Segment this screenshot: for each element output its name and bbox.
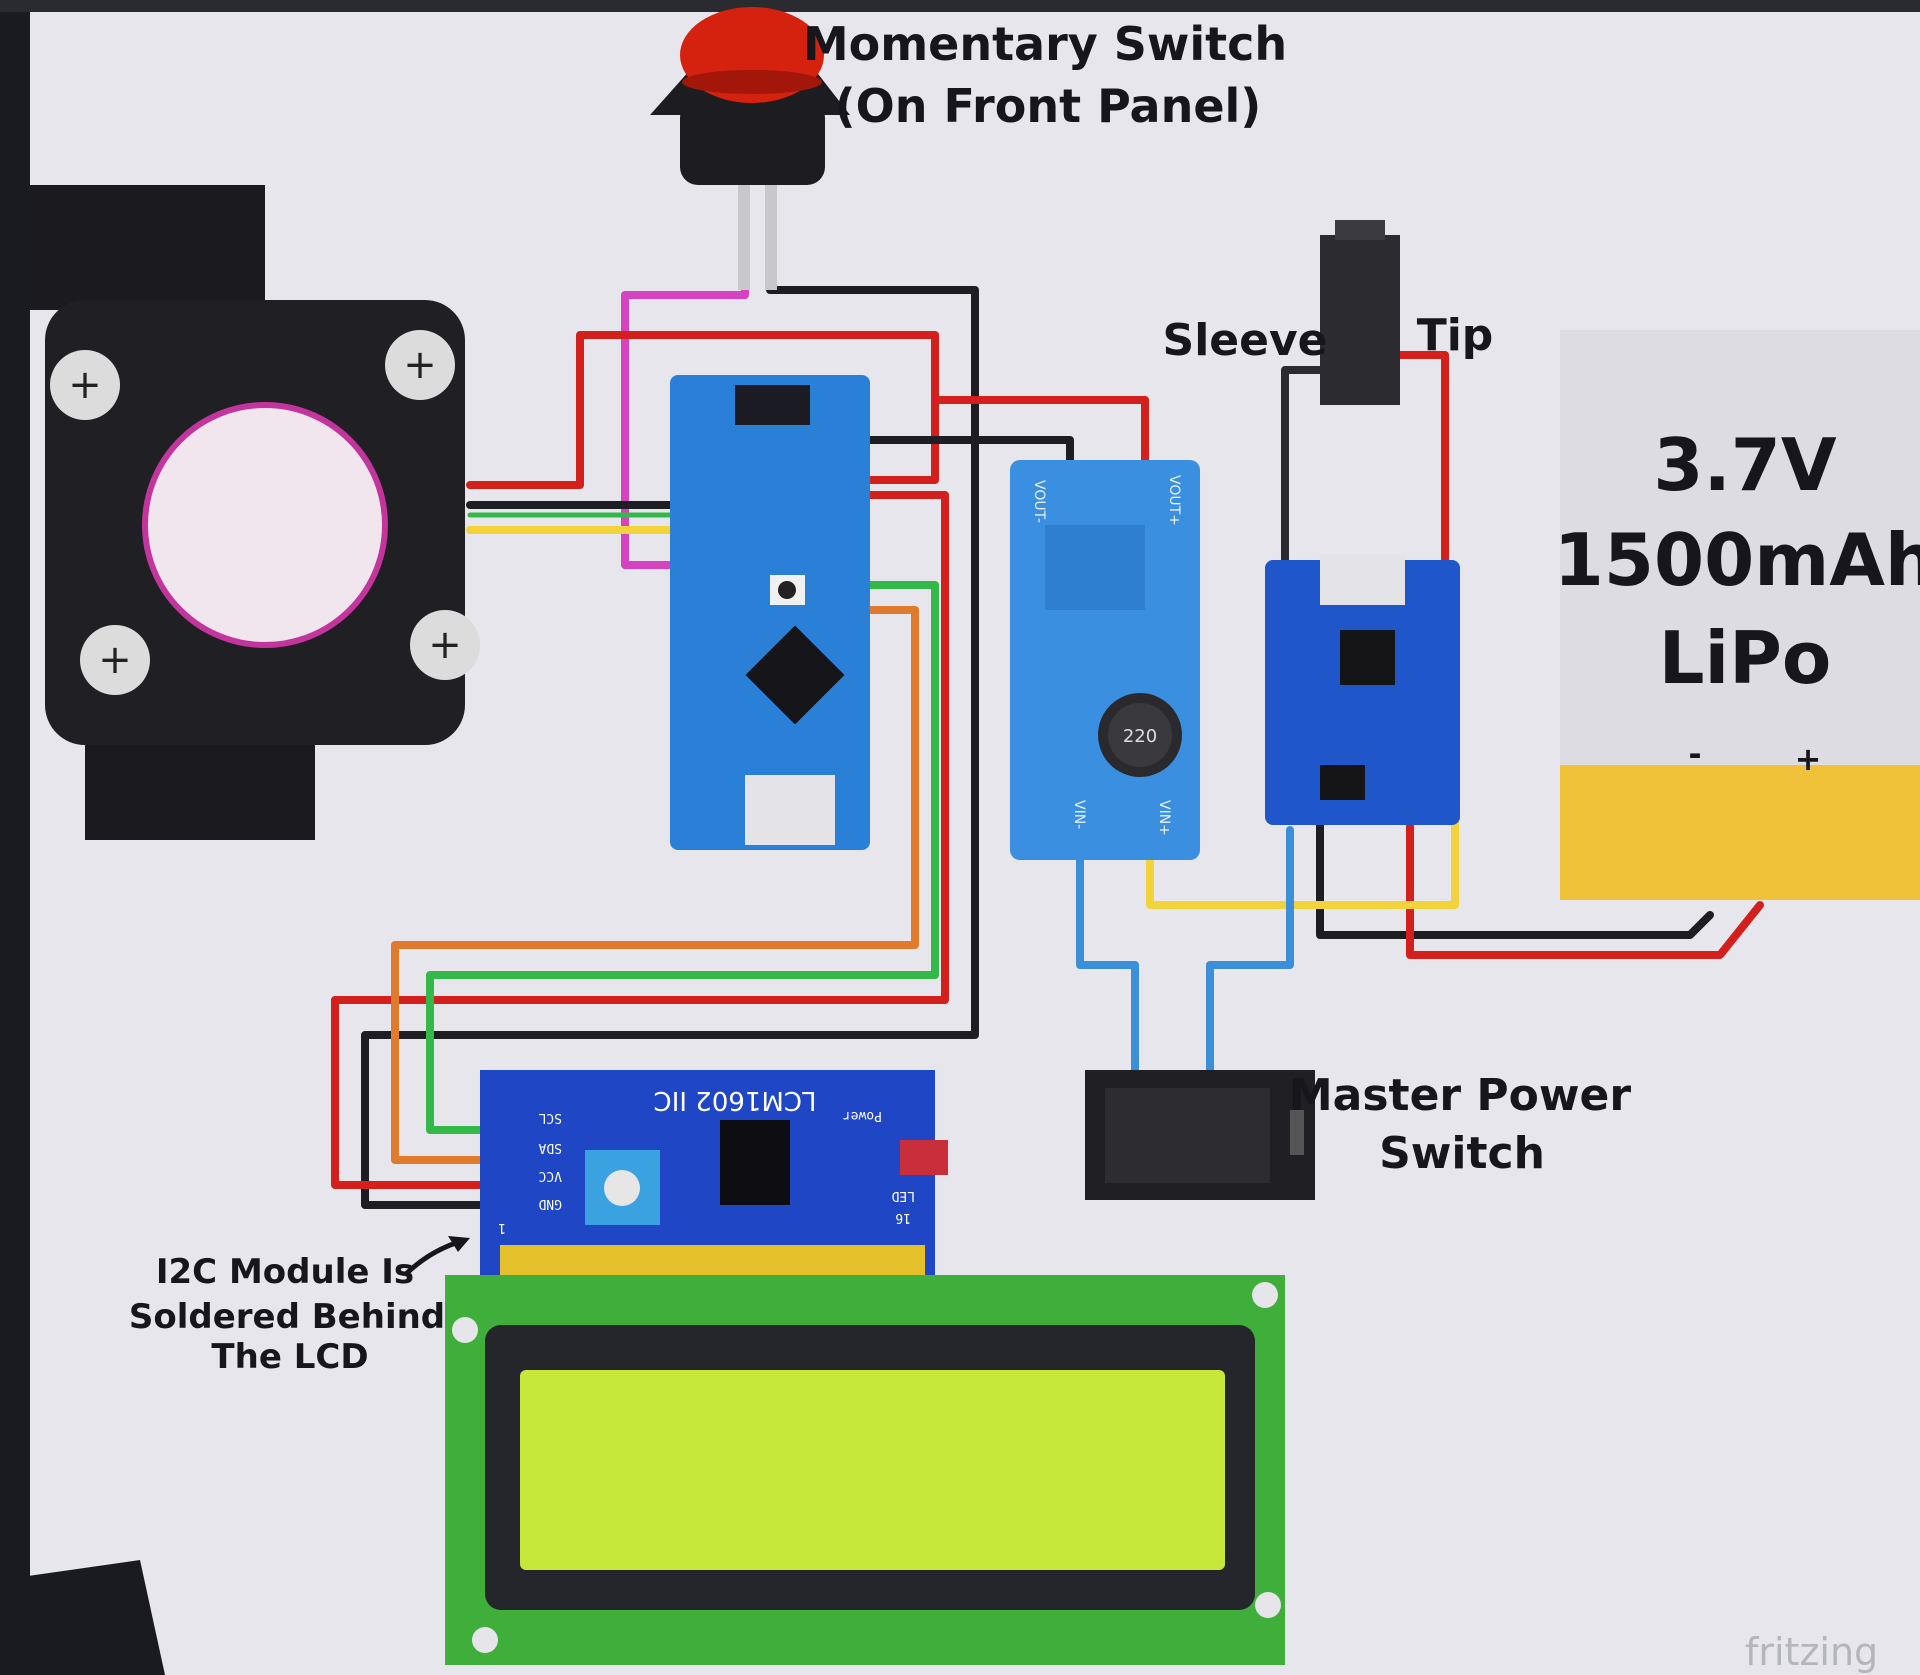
- lcd-1-label: 1: [498, 1220, 506, 1235]
- wire-i2c-green: [426, 581, 939, 1134]
- arduino-board: [670, 375, 870, 850]
- lcd-screen: [520, 1370, 1225, 1570]
- charger-chip-1: [1340, 630, 1395, 685]
- i2c-note-line3: The LCD: [211, 1337, 368, 1377]
- arduino-usb-port: [745, 775, 835, 845]
- wire-charger-black: [1316, 816, 1714, 939]
- switch-lead-left: [738, 170, 750, 290]
- wire-i2c-orange: [391, 606, 919, 1164]
- i2c-note-line1: I2C Module Is: [156, 1252, 414, 1292]
- wire-tip-red: [1386, 351, 1449, 574]
- battery-minus: -: [1688, 735, 1701, 773]
- wire-charger-red: [1406, 816, 1764, 959]
- momentary-switch-label-1: Momentary Switch: [803, 17, 1287, 71]
- plus-icon: +: [428, 622, 462, 668]
- momentary-switch-label-2: (On Front Panel): [835, 79, 1262, 133]
- wire-sensor-red: [466, 331, 939, 489]
- monitor-bezel-bottom-left: [0, 1560, 165, 1675]
- plus-icon: +: [68, 362, 102, 408]
- arrow-head-icon: [448, 1236, 470, 1252]
- fritzing-watermark: fritzing: [1745, 1630, 1878, 1674]
- arduino-chip: [745, 625, 845, 725]
- lcd-pin-vcc: VCC: [539, 1168, 562, 1183]
- i2c-note-line2: Soldered Behind: [129, 1297, 445, 1337]
- i2c-pot-knob: [604, 1170, 640, 1206]
- boost-vout-minus: VOUT-: [1031, 480, 1047, 523]
- boost-vin-minus: VIN-: [1071, 800, 1087, 829]
- lcd-power-label: Power: [843, 1108, 882, 1123]
- master-switch-label-2: Switch: [1379, 1128, 1545, 1179]
- battery-type: LiPo: [1659, 616, 1832, 700]
- lcd-module-title: LCM1602 IIC: [654, 1085, 817, 1115]
- jack-body: [1320, 235, 1400, 405]
- lipo-battery[interactable]: [1560, 330, 1920, 900]
- boost-inductor-value: 220: [1123, 726, 1157, 747]
- sensor-screw-tl: [50, 350, 120, 420]
- wire-charger-yellow: [1146, 816, 1459, 909]
- i2c-chip: [720, 1120, 790, 1205]
- lcd-mount-hole: [1255, 1592, 1281, 1618]
- charger-module[interactable]: [1265, 555, 1460, 825]
- arduino-nano[interactable]: [670, 375, 870, 850]
- lcd-mount-hole: [1252, 1282, 1278, 1308]
- battery-capacity: 1500mAh: [1554, 518, 1920, 602]
- lcd-pin-sda: SDA: [538, 1140, 562, 1155]
- battery-tab: [1560, 765, 1920, 900]
- charger-usb-port: [1320, 555, 1405, 605]
- charger-chip-2: [1320, 765, 1365, 800]
- switch-lead-right: [765, 170, 777, 290]
- switch-button-highlight: [682, 70, 822, 94]
- water-flow-sensor[interactable]: + + + +: [25, 185, 480, 840]
- sensor-thread-top: [25, 185, 265, 310]
- i2c-board: [480, 1070, 935, 1275]
- lcd-16-label: 16: [895, 1210, 911, 1225]
- arduino-icsp-header: [735, 385, 810, 425]
- lcd-led-label: LED: [891, 1188, 915, 1203]
- switch-housing: [680, 100, 825, 185]
- boost-converter[interactable]: 220 VOUT- VOUT+ VIN- VIN+: [1010, 460, 1200, 860]
- lcd-mount-hole: [472, 1627, 498, 1653]
- sensor-screw-tr: [385, 330, 455, 400]
- sensor-screw-br: [410, 610, 480, 680]
- sensor-window: [142, 402, 388, 648]
- boost-vout-plus: VOUT+: [1166, 475, 1182, 526]
- battery-plus: +: [1795, 740, 1822, 778]
- tip-label: Tip: [1417, 310, 1494, 361]
- lcd-pin-gnd: GND: [538, 1196, 562, 1211]
- wire-arduino-5v-red: [331, 491, 949, 1189]
- master-power-switch[interactable]: [1085, 1070, 1315, 1200]
- monitor-bezel-top: [0, 0, 1920, 12]
- lcd-mount-hole: [452, 1317, 478, 1343]
- plus-icon: +: [98, 637, 132, 683]
- sensor-screw-bl: [80, 625, 150, 695]
- lcd-i2c-module[interactable]: LCM1602 IIC SCL SDA VCC GND Power LED 16…: [480, 1070, 948, 1310]
- wire-switch-black: [361, 176, 979, 1209]
- audio-jack[interactable]: [1320, 220, 1400, 405]
- boost-ic: [1045, 525, 1145, 610]
- jack-top: [1335, 220, 1385, 240]
- boost-inductor-core: [1108, 703, 1172, 767]
- master-switch-tab: [1290, 1110, 1304, 1155]
- wire-sleeve-black: [1281, 366, 1334, 574]
- momentary-switch[interactable]: [650, 7, 850, 290]
- wire-master-blue-right: [1206, 826, 1294, 1134]
- lcd-16x2[interactable]: [445, 1275, 1285, 1665]
- sleeve-label: Sleeve: [1163, 315, 1328, 366]
- master-switch-label-1: Master Power: [1289, 1070, 1632, 1121]
- plus-icon: +: [403, 342, 437, 388]
- arduino-reset-dot: [778, 581, 796, 599]
- sensor-thread-bottom: [85, 730, 315, 840]
- master-switch-rocker[interactable]: [1105, 1088, 1270, 1183]
- charger-board: [1265, 560, 1460, 825]
- boost-vin-plus: VIN+: [1156, 800, 1172, 836]
- battery-voltage: 3.7V: [1653, 423, 1837, 507]
- i2c-led-jumper: [900, 1140, 948, 1175]
- lcd-pin-scl: SCL: [538, 1110, 562, 1125]
- wire-master-blue-left: [1076, 826, 1139, 1134]
